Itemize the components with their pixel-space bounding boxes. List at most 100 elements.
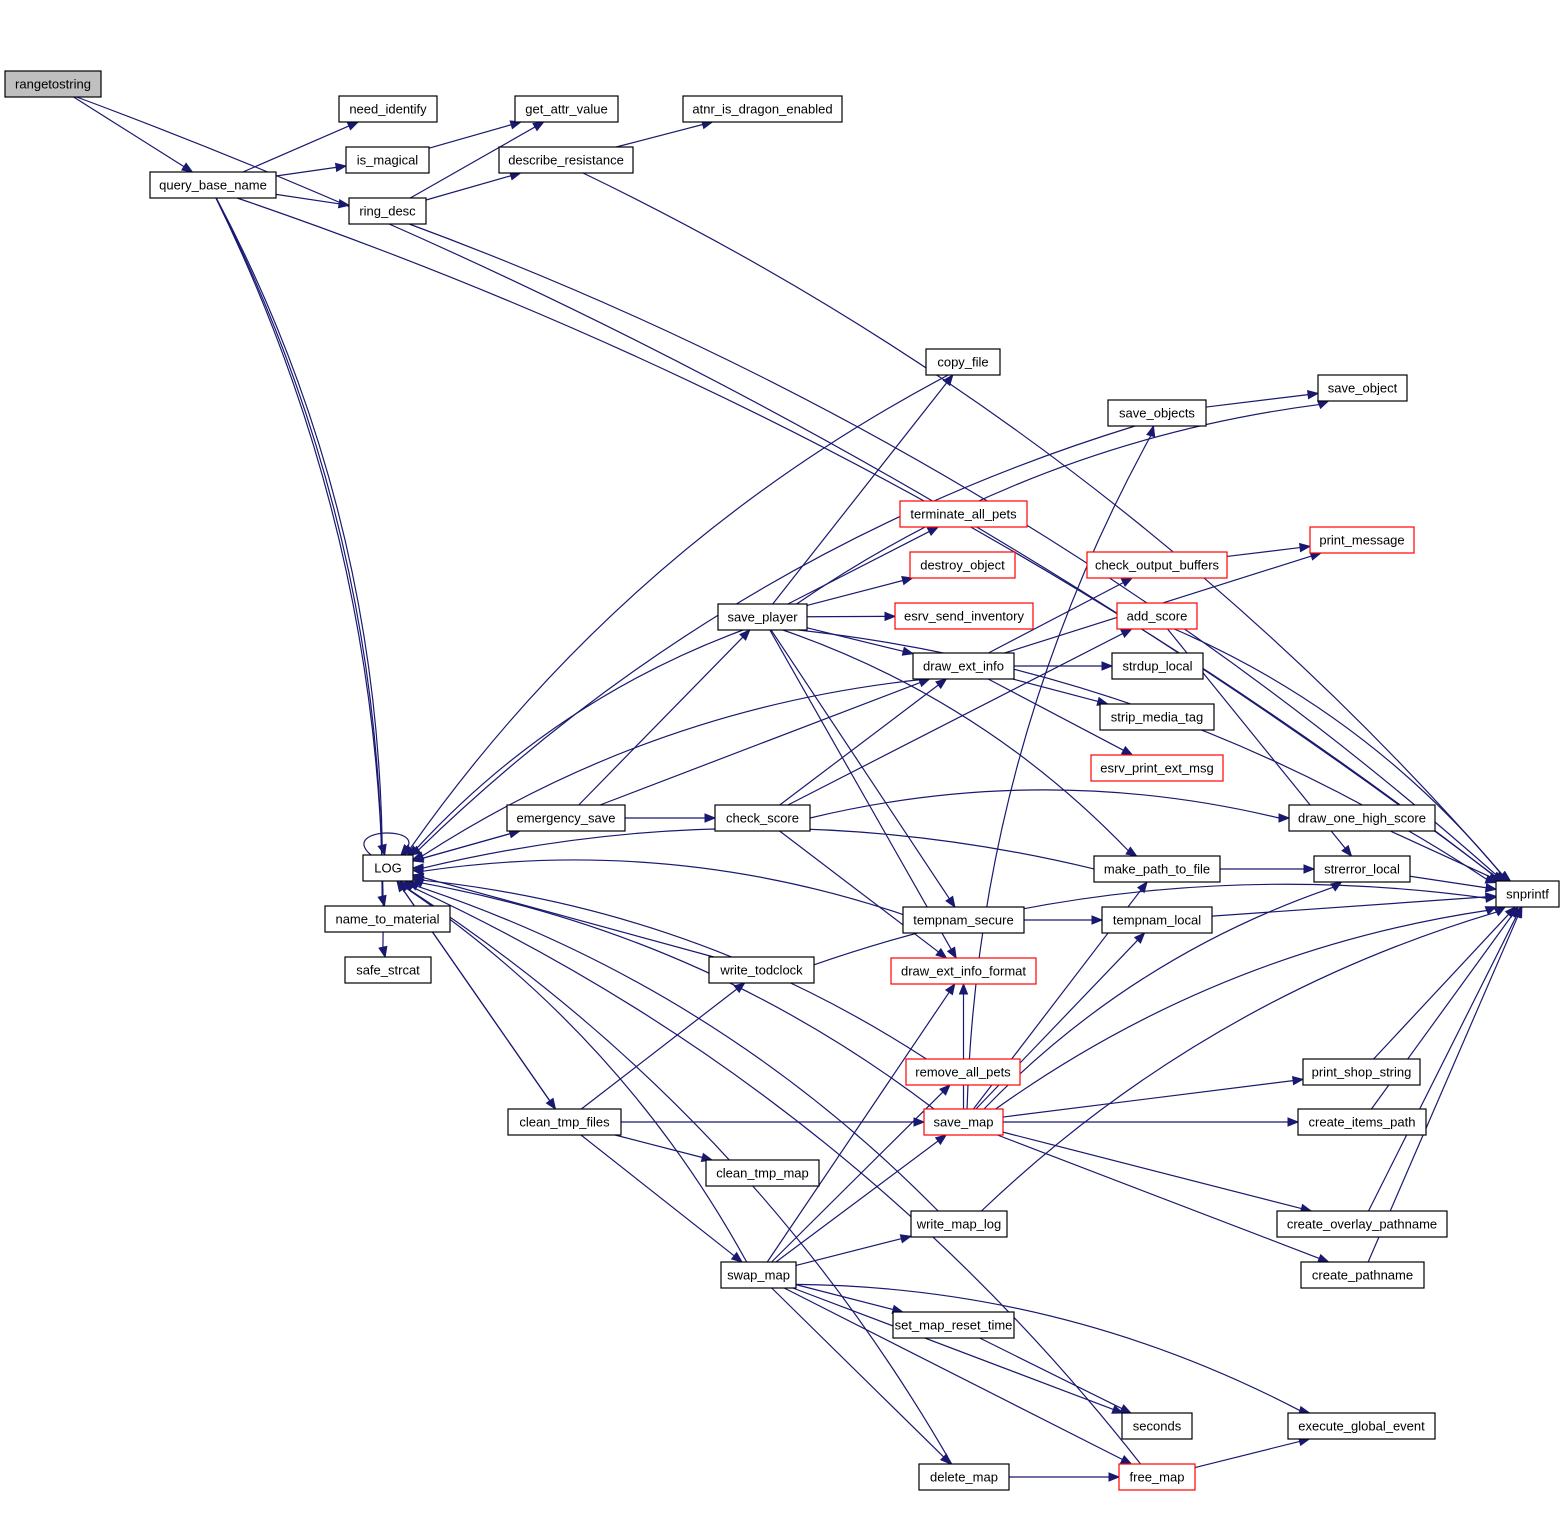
node-save-object[interactable]: save_object [1317,374,1408,402]
node-delete-map[interactable]: delete_map [918,1463,1010,1491]
node-box[interactable] [506,804,626,832]
node-box[interactable] [1313,855,1411,883]
node-box[interactable] [925,348,1001,376]
node-save-objects[interactable]: save_objects [1107,399,1207,427]
node-box[interactable] [912,652,1015,680]
node-box[interactable] [1099,703,1215,731]
node-box[interactable] [918,1463,1010,1491]
node-box[interactable] [1276,1210,1448,1238]
node-box[interactable] [1111,652,1204,680]
node-box[interactable] [498,146,634,174]
node-atnr-is-dragon-enabled[interactable]: atnr_is_dragon_enabled [682,95,843,123]
node-box[interactable] [1309,526,1415,554]
node-box[interactable] [348,197,427,225]
node-set-map-reset-time[interactable]: set_map_reset_time [892,1311,1015,1339]
node-box[interactable] [1086,551,1228,579]
node-snprintf[interactable]: snprintf [1495,880,1560,908]
node-save-map[interactable]: save_map [923,1108,1004,1136]
node-tempnam-secure[interactable]: tempnam_secure [902,906,1025,934]
node-rangetostring[interactable]: rangetostring [4,70,102,98]
node-box[interactable] [1090,754,1224,782]
node-box[interactable] [4,70,102,98]
node-box[interactable] [345,146,430,174]
node-box[interactable] [902,906,1025,934]
node-is-magical[interactable]: is_magical [345,146,430,174]
node-destroy-object[interactable]: destroy_object [909,551,1016,579]
node-box[interactable] [1300,1261,1425,1289]
node-make-path-to-file[interactable]: make_path_to_file [1093,855,1221,883]
node-box[interactable] [1093,855,1221,883]
node-box[interactable] [720,1261,797,1289]
node-draw-one-high-score[interactable]: draw_one_high_score [1288,804,1436,832]
node-box[interactable] [149,171,277,199]
node-seconds[interactable]: seconds [1121,1412,1193,1440]
node-box[interactable] [894,602,1034,630]
node-clean-tmp-map[interactable]: clean_tmp_map [705,1159,820,1187]
node-box[interactable] [1288,804,1436,832]
node-box[interactable] [1107,399,1207,427]
node-name-to-material[interactable]: name_to_material [324,905,451,933]
node-swap-map[interactable]: swap_map [720,1261,797,1289]
node-esrv-print-ext-msg[interactable]: esrv_print_ext_msg [1090,754,1224,782]
node-create-pathname[interactable]: create_pathname [1300,1261,1425,1289]
node-box[interactable] [682,95,843,123]
node-box[interactable] [1287,1412,1436,1440]
node-copy-file[interactable]: copy_file [925,348,1001,376]
node-LOG[interactable]: LOG [362,854,414,882]
node-box[interactable] [362,854,414,882]
node-print-shop-string[interactable]: print_shop_string [1302,1058,1421,1086]
node-draw-ext-info-format[interactable]: draw_ext_info_format [890,957,1037,985]
node-box[interactable] [909,551,1016,579]
node-add-score[interactable]: add_score [1116,602,1198,630]
node-box[interactable] [910,1210,1008,1238]
node-create-items-path[interactable]: create_items_path [1297,1108,1427,1136]
node-box[interactable] [507,1108,622,1136]
node-box[interactable] [1101,906,1213,934]
node-box[interactable] [892,1311,1015,1339]
node-box[interactable] [1121,1412,1193,1440]
node-box[interactable] [1317,374,1408,402]
node-box[interactable] [899,500,1028,528]
node-esrv-send-inventory[interactable]: esrv_send_inventory [894,602,1034,630]
node-strdup-local[interactable]: strdup_local [1111,652,1204,680]
node-strip-media-tag[interactable]: strip_media_tag [1099,703,1215,731]
node-box[interactable] [923,1108,1004,1136]
node-box[interactable] [890,957,1037,985]
node-free-map[interactable]: free_map [1118,1463,1196,1491]
node-box[interactable] [905,1058,1021,1086]
node-execute-global-event[interactable]: execute_global_event [1287,1412,1436,1440]
node-get-attr-value[interactable]: get_attr_value [514,95,619,123]
node-clean-tmp-files[interactable]: clean_tmp_files [507,1108,622,1136]
node-terminate-all-pets[interactable]: terminate_all_pets [899,500,1028,528]
node-write-map-log[interactable]: write_map_log [910,1210,1008,1238]
node-remove-all-pets[interactable]: remove_all_pets [905,1058,1021,1086]
node-box[interactable] [324,905,451,933]
node-draw-ext-info[interactable]: draw_ext_info [912,652,1015,680]
node-box[interactable] [1302,1058,1421,1086]
node-box[interactable] [717,603,808,631]
node-strerror-local[interactable]: strerror_local [1313,855,1411,883]
node-need-identify[interactable]: need_identify [338,95,438,123]
node-create-overlay-pathname[interactable]: create_overlay_pathname [1276,1210,1448,1238]
node-check-output-buffers[interactable]: check_output_buffers [1086,551,1228,579]
node-ring-desc[interactable]: ring_desc [348,197,427,225]
node-box[interactable] [714,804,811,832]
node-check-score[interactable]: check_score [714,804,811,832]
node-box[interactable] [1495,880,1560,908]
node-box[interactable] [344,956,432,984]
node-save-player[interactable]: save_player [717,603,808,631]
node-box[interactable] [1116,602,1198,630]
node-box[interactable] [705,1159,820,1187]
node-write-todclock[interactable]: write_todclock [708,956,815,984]
node-print-message[interactable]: print_message [1309,526,1415,554]
node-box[interactable] [1118,1463,1196,1491]
node-box[interactable] [338,95,438,123]
node-query-base-name[interactable]: query_base_name [149,171,277,199]
node-box[interactable] [514,95,619,123]
node-safe-strcat[interactable]: safe_strcat [344,956,432,984]
node-box[interactable] [1297,1108,1427,1136]
node-tempnam-local[interactable]: tempnam_local [1101,906,1213,934]
node-emergency-save[interactable]: emergency_save [506,804,626,832]
node-describe-resistance[interactable]: describe_resistance [498,146,634,174]
node-box[interactable] [708,956,815,984]
